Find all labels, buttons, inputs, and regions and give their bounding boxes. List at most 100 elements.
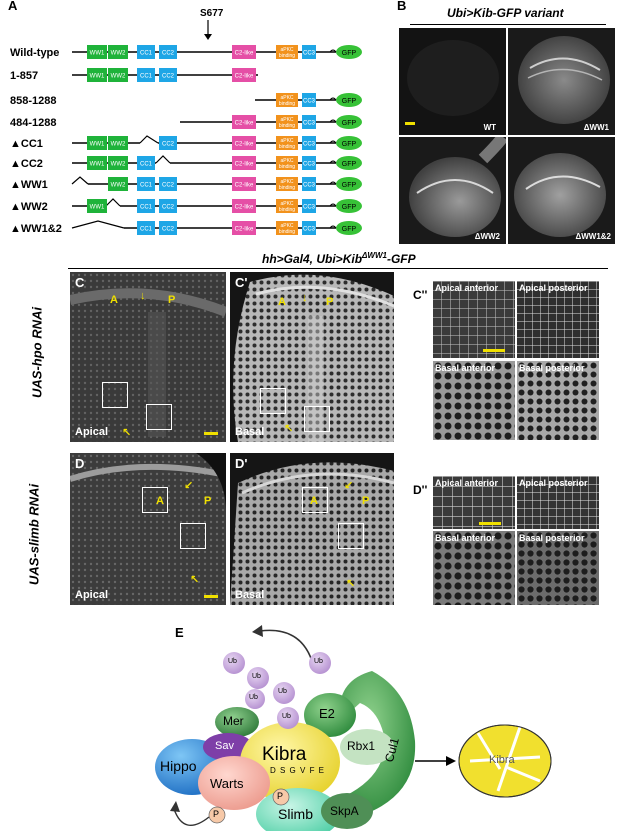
domain-label: CC1 xyxy=(140,162,153,168)
deletion-gap xyxy=(71,176,89,185)
gfp-label: GFP xyxy=(342,161,357,168)
domain-label: binding xyxy=(279,101,295,107)
tile-label-dww2: ΔWW2 xyxy=(474,232,500,241)
domain-label: aPKC xyxy=(280,158,293,164)
tile-label-dww1: ΔWW1 xyxy=(583,123,609,132)
domain-label: CC1 xyxy=(140,51,153,57)
construct-name: 1-857 xyxy=(10,70,38,82)
posterior-marker: P xyxy=(204,495,212,507)
domain-label: CC2 xyxy=(162,227,175,233)
domain-label: WW1 xyxy=(90,205,105,211)
domain-box-cc3 xyxy=(302,115,316,129)
arrow-icon: ↙ xyxy=(184,480,194,492)
anterior-marker: A xyxy=(278,296,286,308)
domain-box-c2 xyxy=(232,199,256,213)
fragment-lines xyxy=(469,726,541,792)
panel-e-diagram xyxy=(155,625,552,831)
domain-box-ww1 xyxy=(87,199,107,213)
gfp-label: GFP xyxy=(342,204,357,211)
construct-name: ▲CC1 xyxy=(10,138,43,150)
domain-label: CC2 xyxy=(162,205,175,211)
micro-tile-wt: WT xyxy=(399,28,506,135)
scale-bar xyxy=(204,432,218,435)
domain-box-cc1 xyxy=(137,221,155,235)
deletion-gap xyxy=(155,155,171,164)
roi-box xyxy=(146,404,172,430)
domain-label: WW1 xyxy=(90,162,105,168)
construct-name: ▲WW1&2 xyxy=(10,223,62,235)
arrow-icon: ↙ xyxy=(344,480,354,492)
ub-shape xyxy=(273,682,295,704)
e2-label: E2 xyxy=(319,706,335,721)
ub-label: Ub xyxy=(249,694,258,701)
gfp-tag xyxy=(336,93,362,107)
posterior-marker: P xyxy=(326,296,334,308)
domain-label: C2-like xyxy=(235,205,254,211)
linker xyxy=(329,181,337,185)
domain-label: binding xyxy=(279,185,295,191)
slimb-label: Slimb xyxy=(278,806,314,822)
inset-label: Basal posterior xyxy=(519,533,585,543)
construct-name: ▲WW1 xyxy=(10,179,48,191)
inset-d-basal-posterior: Basal posterior xyxy=(517,531,599,605)
inset-c-apical-anterior: Apical anterior xyxy=(433,281,515,358)
ub-shape xyxy=(309,652,331,674)
micro-c-basal: A P ↓ ↖ C' Basal xyxy=(230,272,394,442)
domain-label: aPKC xyxy=(280,179,293,185)
tissue-dww1and2 xyxy=(514,153,606,237)
arrow-icon: ↓ xyxy=(140,290,146,302)
inset-label: Apical anterior xyxy=(435,478,499,488)
tissue-wt xyxy=(407,40,499,116)
arrow-head-icon xyxy=(446,756,456,766)
micro-c-apical: A P ↓ ↖ C Apical xyxy=(70,272,226,442)
domain-label: WW2 xyxy=(111,51,126,57)
d-apical-label: Apical xyxy=(75,589,109,601)
domain-box-cc3 xyxy=(302,136,316,150)
header-sup: ΔWW1 xyxy=(362,251,387,260)
construct-name: ▲CC2 xyxy=(10,158,43,170)
panel-c1-letter: C' xyxy=(235,275,248,290)
deletion-gap xyxy=(105,198,121,207)
domain-label: CC1 xyxy=(140,183,153,189)
phosphate-label: P xyxy=(213,809,220,819)
arrow-icon: ↓ xyxy=(302,292,308,304)
domain-label: C2-like xyxy=(235,142,254,148)
domain-box-cc1 xyxy=(137,199,155,213)
domain-label: CC2 xyxy=(162,142,175,148)
mer-shape xyxy=(215,707,259,737)
inset-texture xyxy=(433,361,515,440)
linker xyxy=(329,203,337,207)
rbx1-shape xyxy=(340,729,394,765)
domain-label: C2-like xyxy=(235,51,254,57)
phosphate-shape xyxy=(208,806,226,824)
micro-tile-dww2: ΔWW2 xyxy=(399,137,506,244)
domain-label: CC2 xyxy=(162,51,175,57)
domain-box-ww1 xyxy=(87,136,107,150)
tile-label-dww1and2: ΔWW1&2 xyxy=(575,232,611,241)
gfp-tag xyxy=(336,221,362,235)
arrow-head-icon xyxy=(252,625,263,637)
domain-box-cc3 xyxy=(302,93,316,107)
arrow-icon: ↖ xyxy=(346,578,356,590)
inset-texture xyxy=(517,476,599,529)
domain-box-ww2 xyxy=(108,68,128,82)
construct-name: 858-1288 xyxy=(10,95,57,107)
domain-label: aPKC xyxy=(280,201,293,207)
roi-box xyxy=(302,487,328,513)
domain-label: CC2 xyxy=(162,183,175,189)
d-basal-label: Basal xyxy=(235,589,265,601)
roi-box xyxy=(102,382,128,408)
tissue-d-basal xyxy=(230,462,394,605)
panel-cd-header: hh>Gal4, Ubi>KibΔWW1-GFP xyxy=(262,251,416,266)
linker xyxy=(329,225,337,229)
micro-d-apical: A P ↙ ↖ D Apical xyxy=(70,453,226,605)
gfp-tag xyxy=(336,136,362,150)
domain-box-ww1 xyxy=(87,45,107,59)
domain-box-cc3 xyxy=(302,156,316,170)
phosphate-label: P xyxy=(277,791,284,801)
kibra-label: Kibra xyxy=(262,744,307,765)
panel-d1-letter: D' xyxy=(235,456,248,471)
domain-box-cc1 xyxy=(137,177,155,191)
domain-box-ww1 xyxy=(87,68,107,82)
micro-tile-dww1and2: ΔWW1&2 xyxy=(508,137,615,244)
